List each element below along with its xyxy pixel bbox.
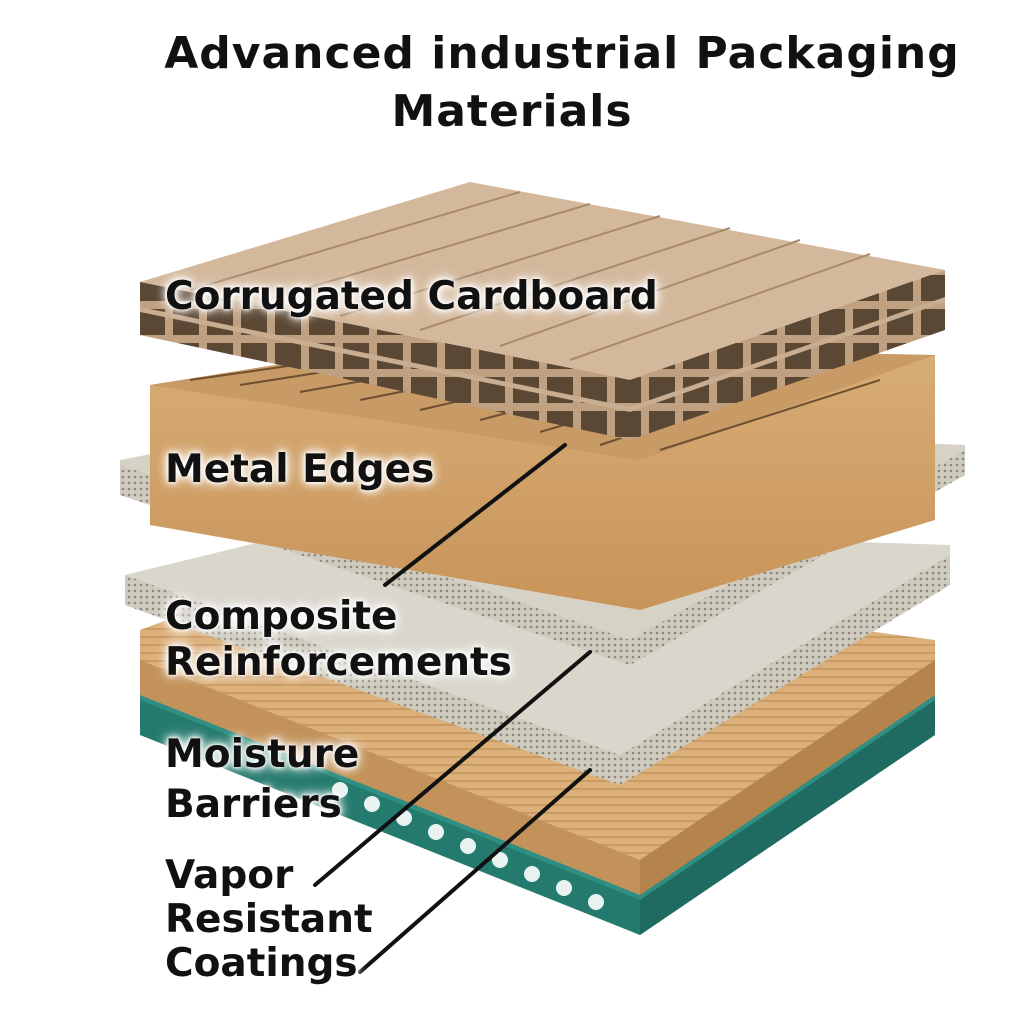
page-title: Advanced industrial Packaging (164, 28, 960, 79)
leader-line-coatings (358, 768, 592, 974)
label-vapor-resistant-coatings: Vapor Resistant Coatings (165, 853, 373, 986)
leader-line-metal-edges (383, 443, 567, 587)
label-moisture-barriers: Moisture Barriers (165, 732, 360, 827)
corrugated-board-layer (140, 182, 945, 440)
label-metal-edges: Metal Edges (165, 447, 435, 492)
label-corrugated-cardboard: Corrugated Cardboard (165, 274, 658, 319)
label-composite-reinforcements: Composite Reinforcements (165, 594, 512, 685)
leader-line-vapor (313, 650, 592, 887)
page-title-line-2: Materials (391, 86, 633, 137)
leader-lines (313, 443, 592, 974)
